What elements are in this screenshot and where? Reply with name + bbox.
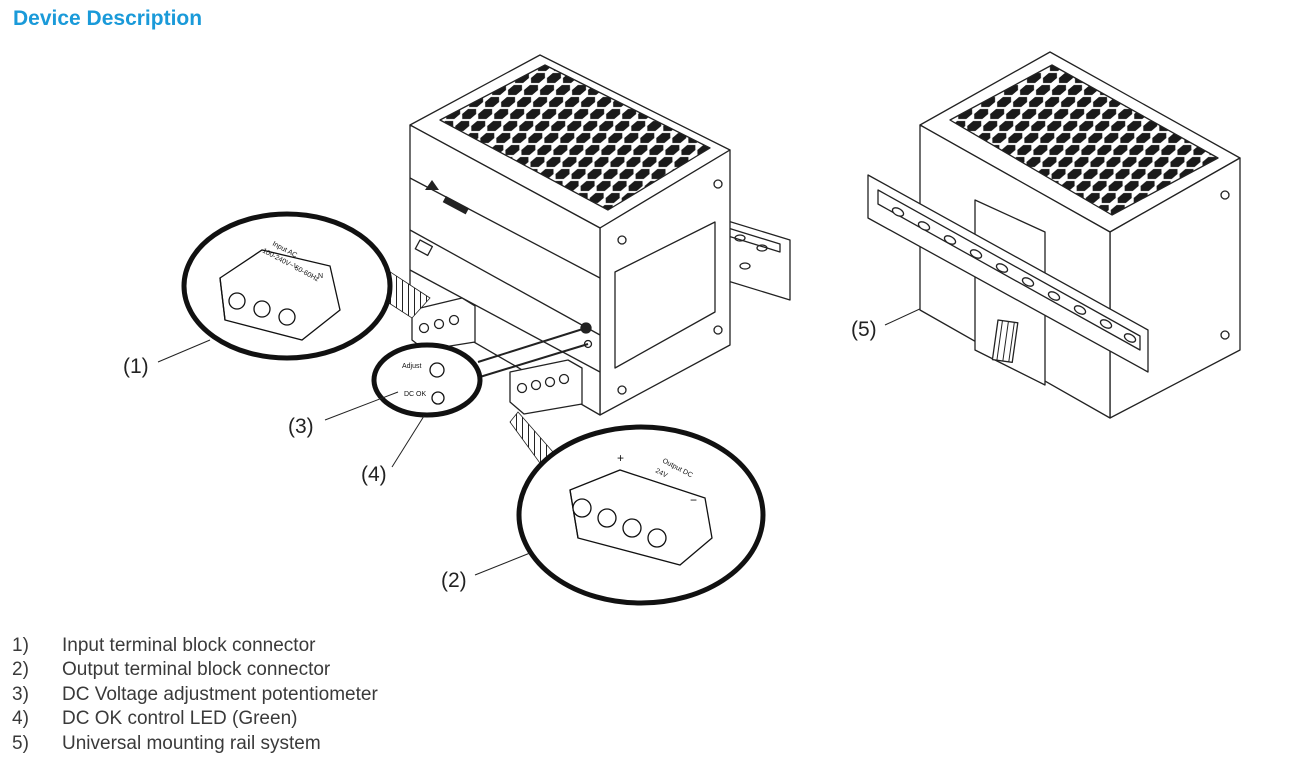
output-terminal-small [509,359,583,415]
callout-5: (5) [851,318,877,341]
input-zoom-circle: Input AC 100-240V~ 50-60Hz L N [181,211,393,361]
callout-1: (1) [123,355,149,378]
legend-item: 3) DC Voltage adjustment potentiometer [12,683,378,707]
legend-item: 5) Universal mounting rail system [12,732,378,756]
legend-text: Output terminal block connector [62,659,331,681]
legend-text: Universal mounting rail system [62,732,321,754]
adjust-zoom-circle: Adjust DC OK [371,342,483,418]
output-minus-text: − [690,493,697,507]
legend-number: 4) [12,708,29,730]
legend-item: 2) Output terminal block connector [12,658,378,682]
top-vent [439,64,711,211]
callout-3: (3) [288,415,314,438]
legend-number: 3) [12,683,29,705]
callout-4: (4) [361,463,387,486]
legend-number: 1) [12,635,29,656]
legend-item: 4) DC OK control LED (Green) [12,707,378,731]
front-face [409,124,601,416]
adjust-text: Adjust [402,363,422,370]
input-n-text: N [318,273,323,280]
legend-item: 1) Input terminal block connector [12,634,378,658]
legend-list: 1) Input terminal block connector 2) Outpu… [12,634,378,756]
legend-number: 5) [12,732,29,754]
output-zoom-circle: Output DC 24V + − [516,424,766,606]
callout-2: (2) [441,569,467,592]
dc-ok-text: DC OK [404,391,427,398]
legend-text: DC OK control LED (Green) [62,708,298,730]
page-title: Device Description [13,7,203,30]
output-plus-text: + [617,451,624,465]
rear-top-vent [949,64,1219,216]
front-device [409,54,791,416]
rear-device [867,51,1241,419]
din-rail [867,174,1149,373]
input-l-text: L [294,263,298,270]
side-label [614,221,716,369]
device-illustration: Input AC 100-240V~ 50-60Hz L N Adjust DC… [123,51,1241,606]
legend-text: Input terminal block connector [62,635,316,656]
input-terminal-small [411,297,476,351]
legend-text: DC Voltage adjustment potentiometer [62,683,378,705]
legend-number: 2) [12,659,29,681]
